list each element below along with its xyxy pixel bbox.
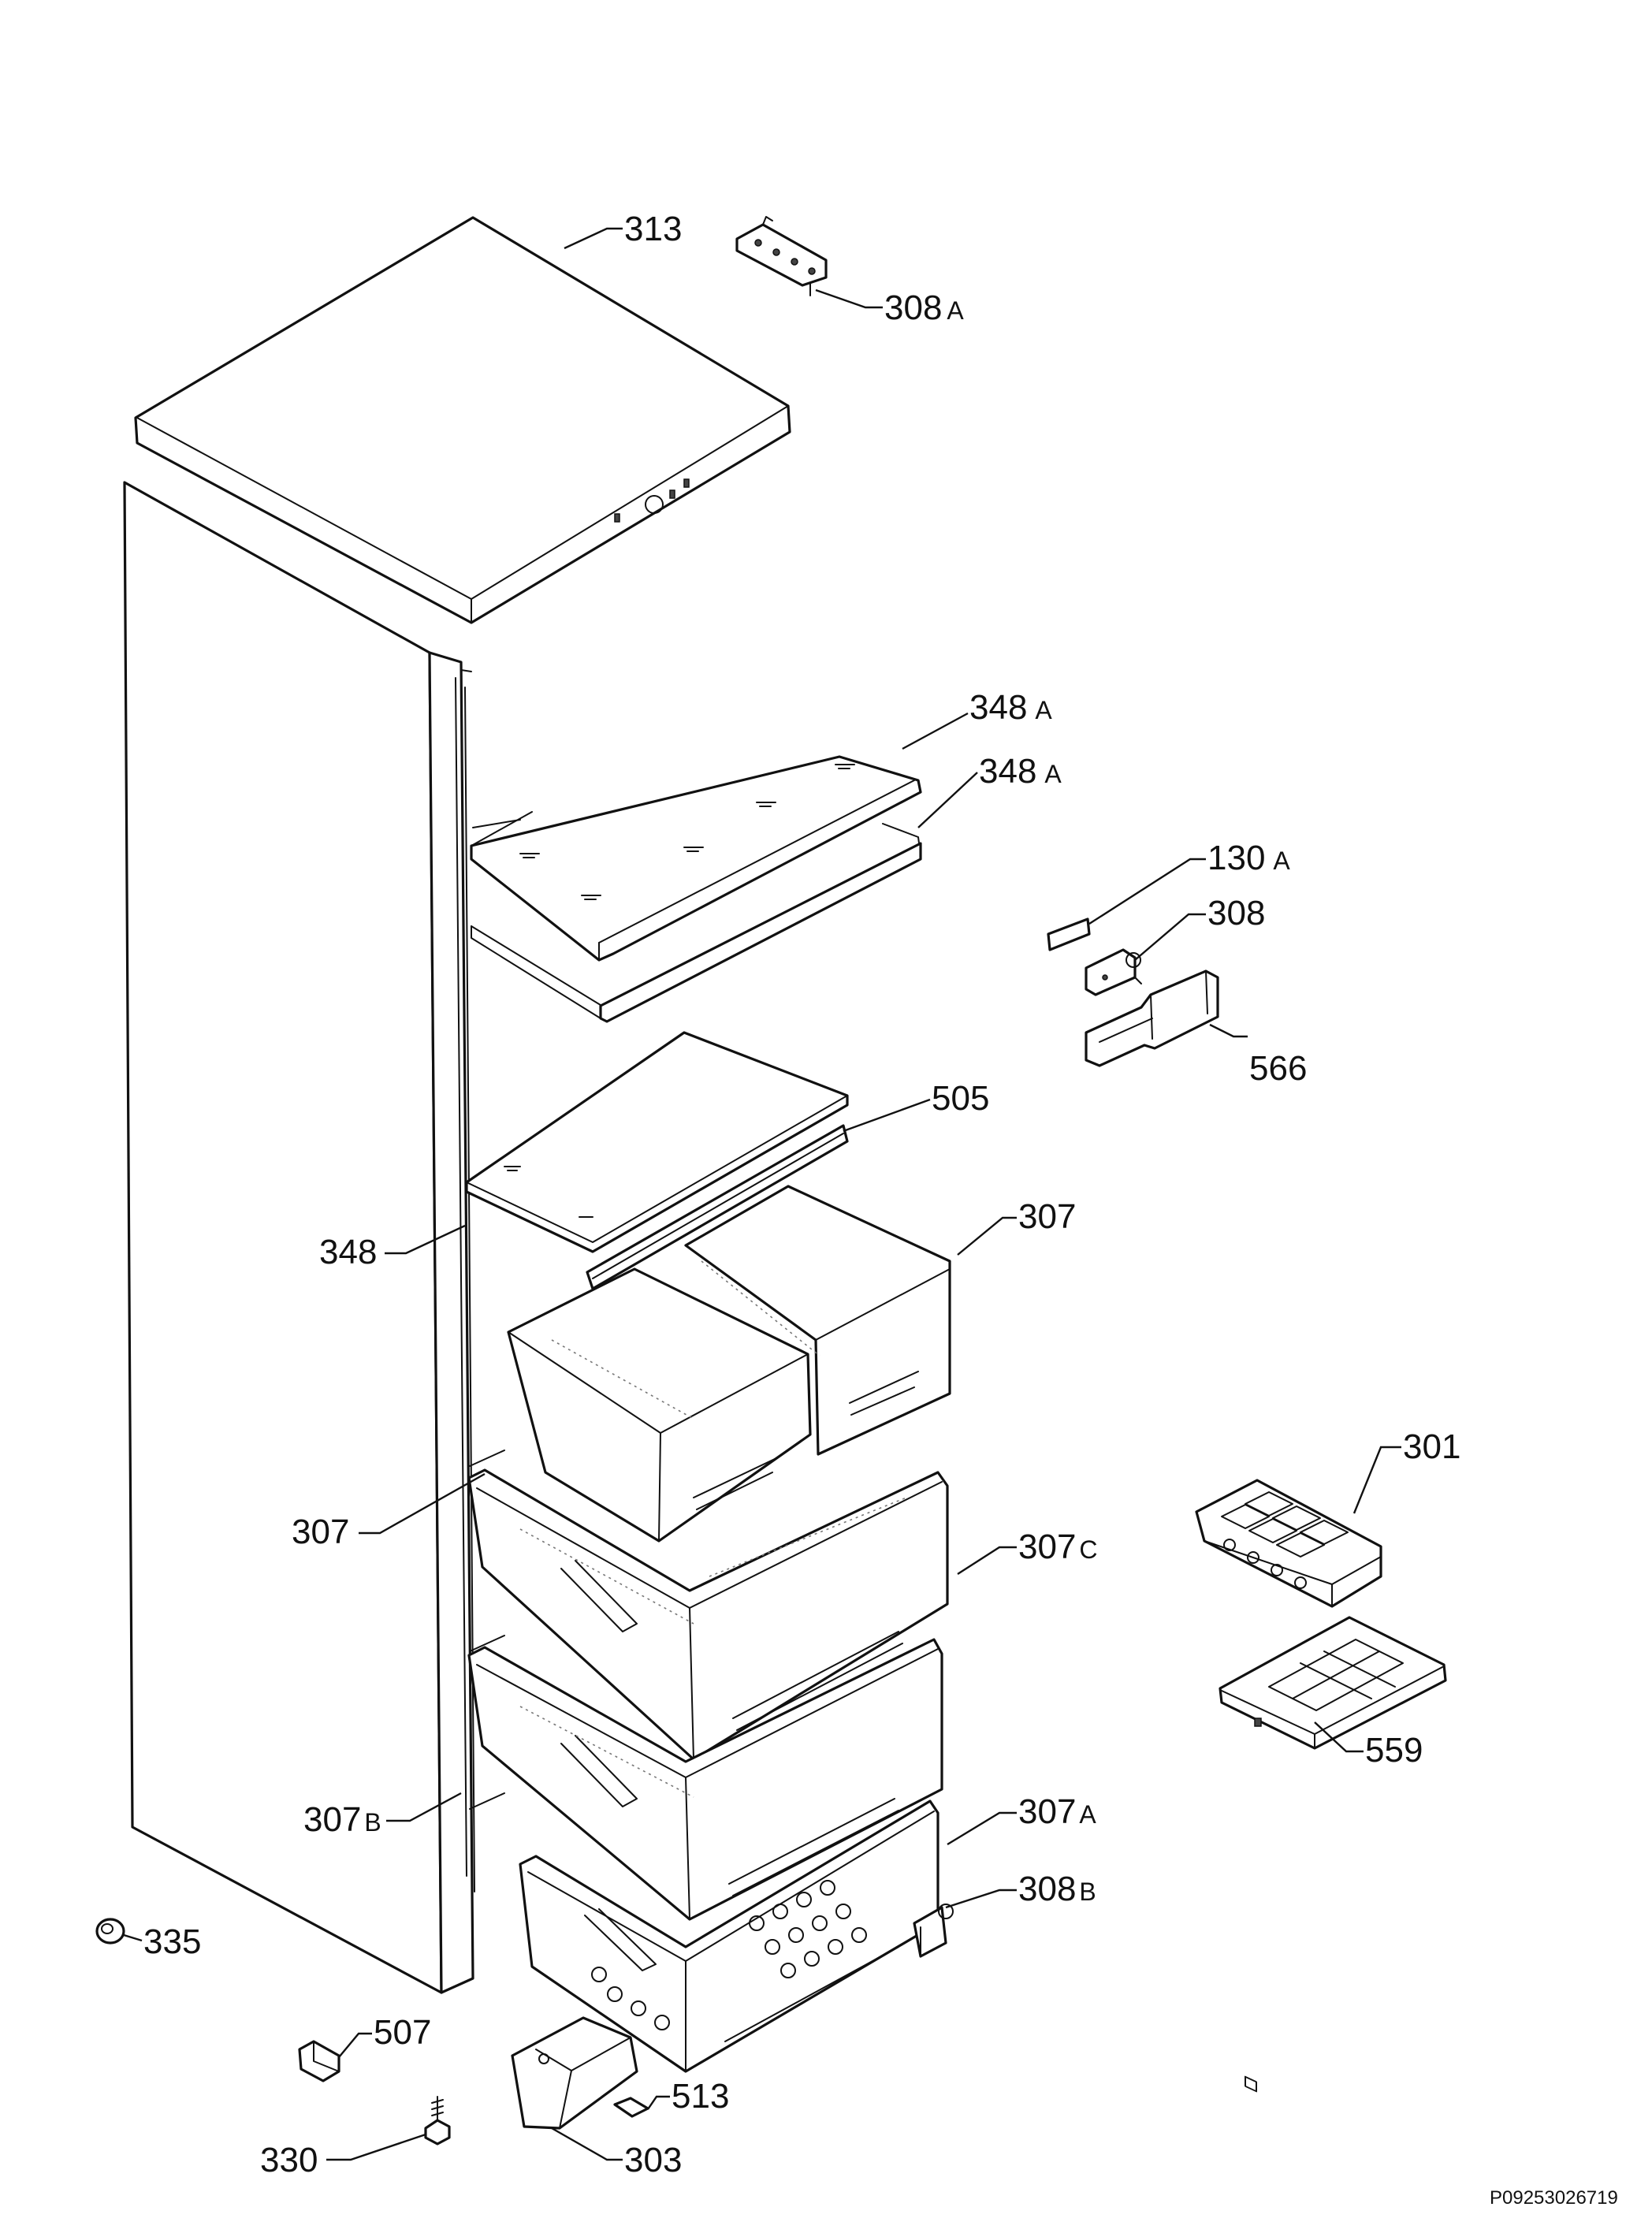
callout-335: 335 [143,1922,201,1961]
clip-513 [613,2097,649,2118]
callout-313: 313 [624,210,682,248]
callout-307-top: 307 [1018,1197,1076,1236]
top-cover [134,216,791,624]
callout-308: 308 [1207,894,1265,932]
drawer-307-right [684,1185,951,1456]
cabinet-body [123,481,505,1994]
callout-330: 330 [260,2141,318,2179]
callout-301: 301 [1403,1427,1460,1466]
callout-566: 566 [1249,1049,1307,1088]
callout-513: 513 [672,2077,729,2116]
foot-335 [95,1918,125,1945]
kickplate-303 [511,2016,638,2130]
leader-lines [123,227,1401,2161]
hinge-308 [1085,948,1142,996]
callout-303: 303 [624,2141,682,2179]
hinge-308b [913,1904,954,1958]
ice-scraper-566 [1085,969,1219,1067]
leveling-screw-330 [424,2096,451,2146]
cold-accumulator-559 [1219,1616,1447,1750]
glass-shelf-lower [471,823,922,1023]
ice-cube-tray-301 [1195,1479,1382,2093]
glass-shelf-348 [465,1031,849,1253]
callout-559: 559 [1365,1731,1423,1770]
callout-505: 505 [932,1079,989,1118]
document-id: P09253026719 [1490,2187,1618,2209]
drawer-307b [467,1638,943,1921]
glass-shelf-upper [470,755,922,962]
drawer-307-left [507,1267,812,1543]
callout-307-left: 307 [292,1513,349,1551]
shelf-strip-505 [586,1124,849,1290]
callout-507: 507 [374,2013,431,2052]
clip-507 [298,2040,340,2082]
drawer-307a [519,1799,939,2073]
drawer-307c [467,1468,949,1761]
top-hinge [735,216,828,296]
hinge-cover-130a [1047,917,1091,951]
callout-348: 348 [319,1233,377,1271]
